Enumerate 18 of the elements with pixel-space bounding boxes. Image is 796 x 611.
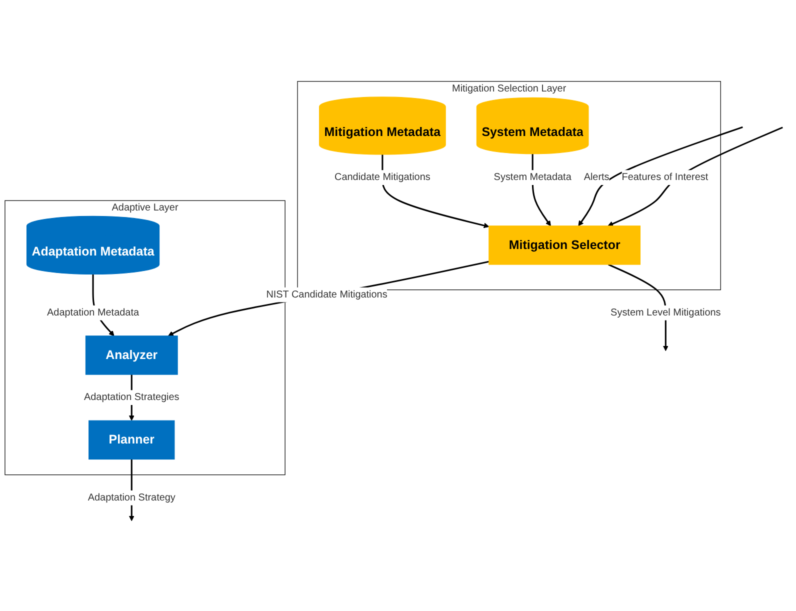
arrow: [578, 126, 743, 226]
edge-label: Adaptation Strategies: [84, 390, 180, 406]
database-cylinder: Adaptation Metadata: [26, 216, 160, 275]
arrow: [608, 126, 783, 226]
edge-label: Alerts: [584, 170, 610, 186]
database-cylinder: System Metadata: [476, 97, 589, 154]
process-box: Analyzer: [85, 336, 178, 375]
edge-label: Adaptation Metadata: [47, 305, 140, 320]
edge-label: System Metadata: [494, 170, 572, 186]
edge-label: NIST Candidate Mitigations: [266, 287, 388, 302]
edge-label: Adaptation Strategy: [88, 490, 176, 506]
edge-label: Features of Interest: [622, 170, 708, 186]
edge-label: Candidate Mitigations: [334, 170, 430, 186]
arrow: [382, 154, 490, 228]
database-cylinder: Mitigation Metadata: [319, 96, 446, 155]
process-box: Planner: [88, 420, 175, 460]
edge-label: System Level Mitigations: [610, 305, 721, 320]
process-box: Mitigation Selector: [488, 226, 641, 265]
